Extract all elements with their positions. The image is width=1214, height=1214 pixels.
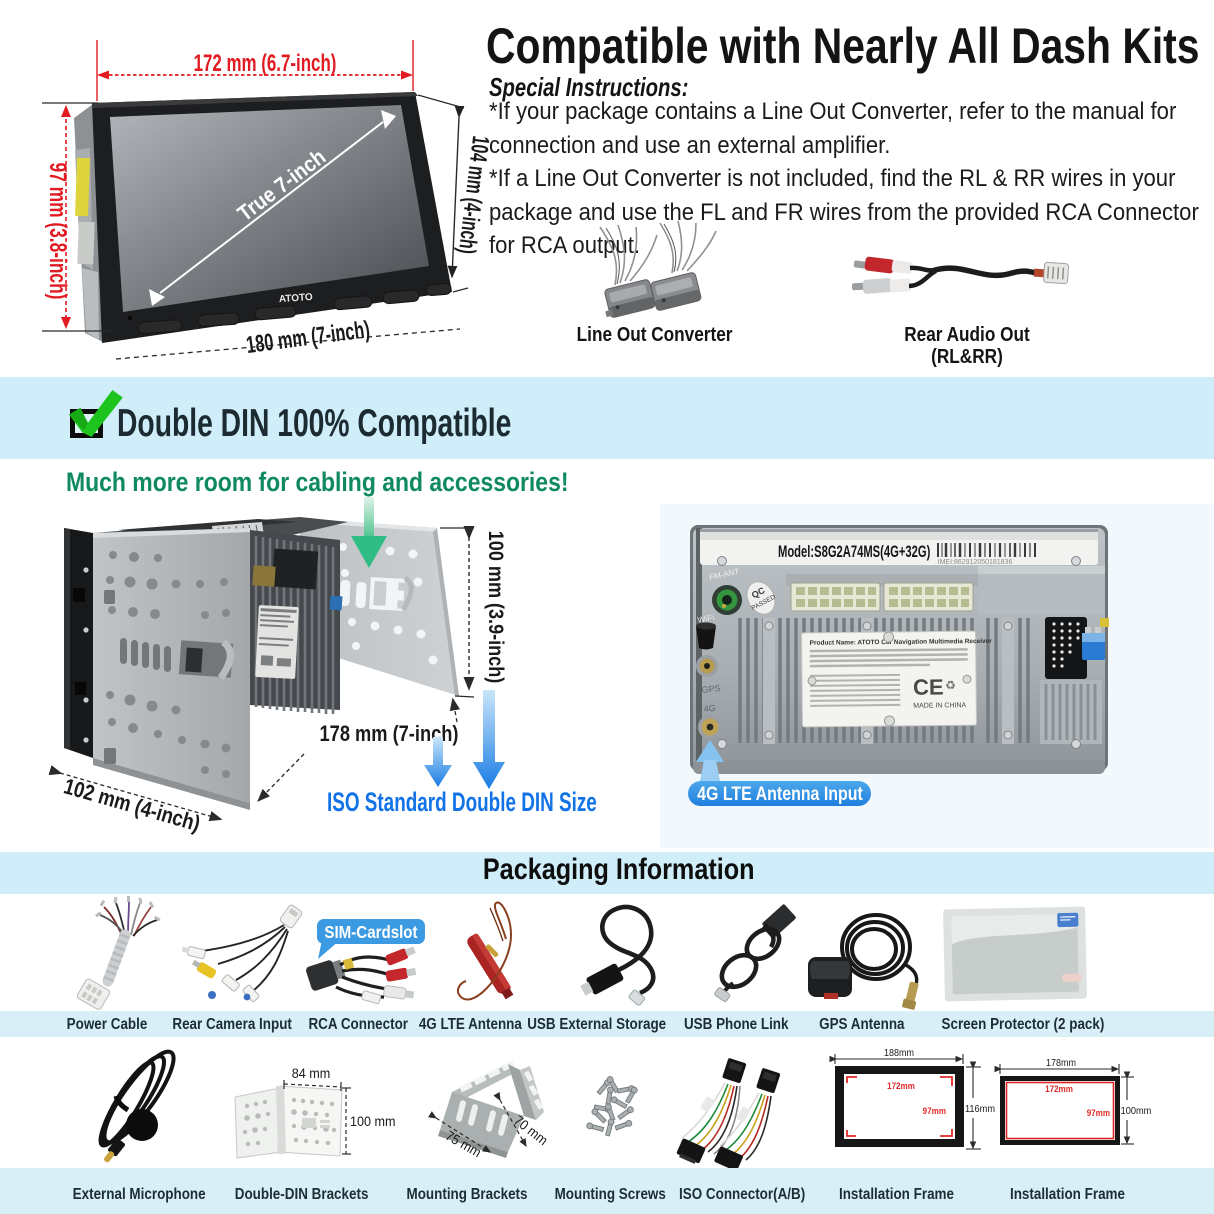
svg-text:100 mm (3.9-inch): 100 mm (3.9-inch) xyxy=(484,531,508,684)
svg-text:172mm: 172mm xyxy=(1045,1083,1073,1094)
svg-text:ATOTO: ATOTO xyxy=(279,292,314,305)
svg-text:97mm: 97mm xyxy=(923,1105,946,1116)
svg-text:180 mm (7-inch): 180 mm (7-inch) xyxy=(245,316,372,359)
svg-text:116mm: 116mm xyxy=(965,1104,995,1116)
svg-text:172mm: 172mm xyxy=(887,1080,915,1091)
svg-text:Model:S8G2A74MS(4G+32G): Model:S8G2A74MS(4G+32G) xyxy=(778,543,930,562)
svg-text:GPS: GPS xyxy=(701,683,721,695)
svg-text:97mm: 97mm xyxy=(1087,1107,1110,1118)
svg-text:4G: 4G xyxy=(703,703,716,714)
svg-text:104 mm (4-inch): 104 mm (4-inch) xyxy=(453,134,493,255)
svg-text:♻: ♻ xyxy=(945,678,956,692)
svg-text:IMEI:862912050181836: IMEI:862912050181836 xyxy=(938,559,1013,566)
svg-text:100mm: 100mm xyxy=(1121,1106,1152,1118)
svg-text:WiFi: WiFi xyxy=(697,612,716,625)
svg-text:CE: CE xyxy=(913,674,944,699)
svg-text:84 mm: 84 mm xyxy=(292,1065,330,1081)
svg-text:178 mm (7-inch): 178 mm (7-inch) xyxy=(320,723,459,747)
svg-text:Product Name: ATOTO Car Naviga: Product Name: ATOTO Car Navigation Multi… xyxy=(810,638,993,647)
svg-text:SIM-Cardslot: SIM-Cardslot xyxy=(324,922,418,943)
svg-text:178mm: 178mm xyxy=(1046,1058,1076,1070)
svg-text:MADE IN CHINA: MADE IN CHINA xyxy=(913,702,966,710)
svg-text:97 mm (3.8-inch): 97 mm (3.8-inch) xyxy=(44,163,70,300)
svg-text:188mm: 188mm xyxy=(884,1048,914,1060)
svg-text:172 mm (6.7-inch): 172 mm (6.7-inch) xyxy=(194,50,337,77)
svg-text:100 mm: 100 mm xyxy=(350,1113,395,1129)
svg-text:4G LTE Antenna Input: 4G LTE Antenna Input xyxy=(697,783,863,805)
svg-text:ISO Standard Double DIN Size: ISO Standard Double DIN Size xyxy=(327,787,597,817)
